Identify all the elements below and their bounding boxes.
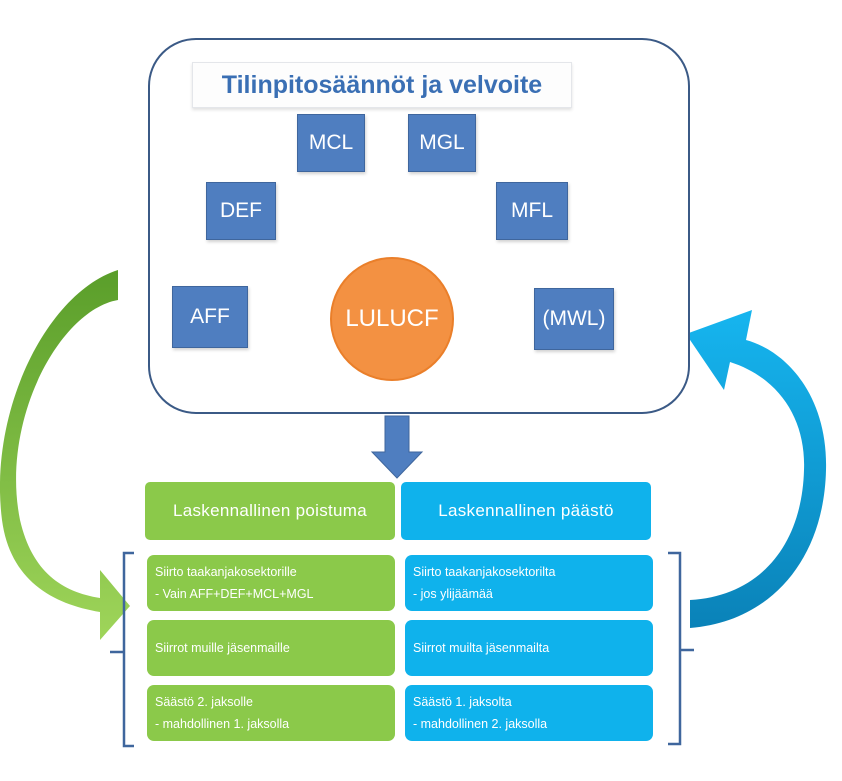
cell-line: Siirto taakanjakosektorilta xyxy=(413,565,556,579)
cell-transfer-from-effort-sharing: Siirto taakanjakosektorilta - jos ylijää… xyxy=(405,555,653,611)
cell-transfer-from-member-states: Siirrot muilta jäsenmailta xyxy=(405,620,653,676)
cell-line: - mahdollinen 2. jaksolla xyxy=(413,717,548,731)
category-mfl: MFL xyxy=(496,182,568,240)
cell-line: Siirrot muille jäsenmaille xyxy=(155,641,290,655)
cell-line: Säästö 2. jaksolle xyxy=(155,695,253,709)
category-mwl: (MWL) xyxy=(534,288,614,350)
cell-line: Siirrot muilta jäsenmailta xyxy=(413,641,550,655)
cell-line: - jos ylijäämää xyxy=(413,587,493,601)
category-mgl: MGL xyxy=(408,114,476,172)
cell-transfer-to-effort-sharing: Siirto taakanjakosektorille - Vain AFF+D… xyxy=(147,555,395,611)
header-removals: Laskennallinen poistuma xyxy=(145,482,395,540)
right-bracket xyxy=(668,551,694,746)
cell-line: Siirto taakanjakosektorille xyxy=(155,565,297,579)
cell-banking-to-period-2: Säästö 2. jaksolle - mahdollinen 1. jaks… xyxy=(147,685,395,741)
category-aff: AFF xyxy=(172,286,248,348)
page-title: Tilinpitosäännöt ja velvoite xyxy=(192,62,572,108)
cell-line: - mahdollinen 1. jaksolla xyxy=(155,717,290,731)
blue-curved-arrow xyxy=(686,310,827,628)
lulucf-circle: LULUCF xyxy=(330,257,454,381)
cell-banking-from-period-1: Säästö 1. jaksolta - mahdollinen 2. jaks… xyxy=(405,685,653,741)
down-arrow xyxy=(370,415,424,479)
category-def: DEF xyxy=(206,182,276,240)
left-bracket xyxy=(110,551,134,748)
cell-line: Säästö 1. jaksolta xyxy=(413,695,512,709)
green-curved-arrow xyxy=(0,270,130,640)
cell-line: - Vain AFF+DEF+MCL+MGL xyxy=(155,587,314,601)
header-emissions: Laskennallinen päästö xyxy=(401,482,651,540)
cell-transfer-to-member-states: Siirrot muille jäsenmaille xyxy=(147,620,395,676)
category-mcl: MCL xyxy=(297,114,365,172)
